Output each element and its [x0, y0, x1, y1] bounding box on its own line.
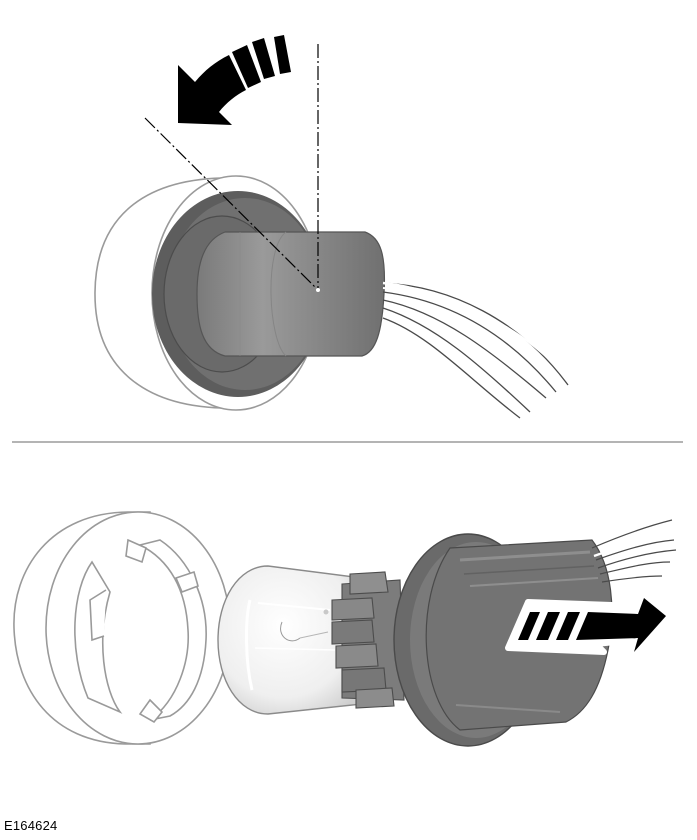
- bulb-glass: [217, 565, 363, 715]
- lamp-housing-opening: [13, 511, 231, 745]
- straight-arrow-right-icon: [505, 585, 677, 663]
- step-pull-out: [13, 511, 677, 747]
- socket-teeth: [331, 571, 405, 709]
- wire-harness: [382, 281, 573, 419]
- curved-arrow-left-icon: [178, 35, 291, 125]
- socket-body: [196, 231, 386, 357]
- rotation-pivot: [316, 288, 320, 292]
- rotation-angle-lines: [144, 44, 319, 291]
- wire-harness-rear: [591, 519, 677, 583]
- figure-reference-code: E164624: [4, 818, 58, 833]
- step-rotate-socket: [94, 35, 573, 419]
